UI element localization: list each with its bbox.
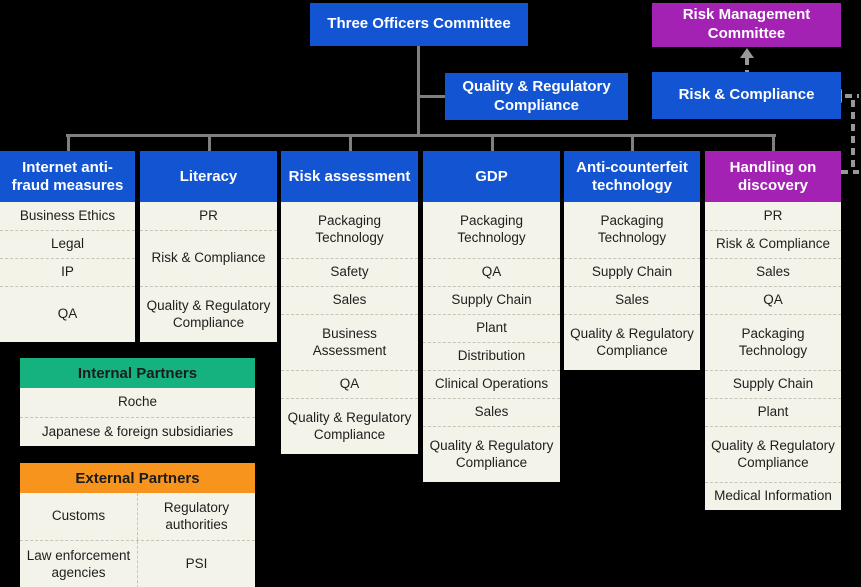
partner-item: Japanese & foreign subsidiaries bbox=[20, 417, 255, 446]
internal-partners-header: Internal Partners bbox=[20, 358, 255, 388]
column-item: Sales bbox=[423, 398, 560, 426]
column-item: Plant bbox=[705, 398, 841, 426]
column-header: GDP bbox=[423, 151, 560, 202]
column-item: Quality & Regulatory Compliance bbox=[281, 398, 418, 454]
partner-item: Roche bbox=[117, 394, 158, 410]
column-item: Risk & Compliance bbox=[140, 230, 277, 286]
connector-line bbox=[66, 134, 776, 137]
column-item: PR bbox=[199, 207, 218, 223]
column-item: Risk & Compliance bbox=[705, 230, 841, 258]
column-item: Quality & Regulatory Compliance bbox=[705, 426, 841, 482]
column-header: Literacy bbox=[140, 151, 277, 202]
column-item: QA bbox=[705, 286, 841, 314]
column-item: Sales bbox=[705, 258, 841, 286]
column-item: QA bbox=[281, 370, 418, 398]
column-item: Supply Chain bbox=[705, 370, 841, 398]
column-item: Packaging Technology bbox=[457, 213, 526, 245]
arrow-up-icon bbox=[740, 48, 754, 58]
column-item: QA bbox=[423, 258, 560, 286]
external-partner-cell: Regulatory authorities bbox=[137, 493, 255, 540]
column-item: Quality & Regulatory Compliance bbox=[423, 426, 560, 482]
dashed-connector bbox=[851, 100, 855, 171]
quality-regulatory-compliance-box: Quality & Regulatory Compliance bbox=[445, 73, 628, 120]
external-partners-table: External Partners Customs Regulatory auth… bbox=[20, 463, 255, 587]
connector-line bbox=[490, 134, 494, 151]
dashed-connector bbox=[845, 94, 859, 98]
column-item: IP bbox=[0, 258, 135, 286]
column-item: Distribution bbox=[423, 342, 560, 370]
external-partner-cell: PSI bbox=[137, 541, 255, 587]
column-header: Internet anti-fraud measures bbox=[0, 151, 135, 202]
risk-management-committee-box: Risk Management Committee bbox=[652, 3, 841, 47]
column-item: QA bbox=[0, 286, 135, 342]
column-item: Sales bbox=[564, 286, 700, 314]
column-item: Clinical Operations bbox=[423, 370, 560, 398]
column-item: Safety bbox=[281, 258, 418, 286]
external-partner-cell: Law enforcement agencies bbox=[26, 547, 131, 580]
column-item: Plant bbox=[423, 314, 560, 342]
connector-line bbox=[417, 95, 445, 98]
column-item: Supply Chain bbox=[564, 258, 700, 286]
column-item: Legal bbox=[0, 230, 135, 258]
external-partner-cell: Customs bbox=[51, 508, 106, 524]
column-item: Packaging Technology bbox=[315, 213, 384, 245]
connector-line bbox=[348, 134, 352, 151]
dashed-connector bbox=[745, 58, 749, 73]
connector-line bbox=[66, 134, 70, 151]
connector-line bbox=[772, 134, 775, 151]
column-item: Supply Chain bbox=[423, 286, 560, 314]
column-header: Handling on discovery bbox=[705, 151, 841, 202]
column-item: Business Ethics bbox=[19, 207, 116, 223]
three-officers-committee-box: Three Officers Committee bbox=[310, 3, 528, 46]
connector-line bbox=[207, 134, 211, 151]
connector-line bbox=[631, 134, 634, 151]
column-item: Medical Information bbox=[705, 482, 841, 510]
column-item: Packaging Technology bbox=[705, 314, 841, 370]
dashed-connector bbox=[841, 170, 859, 174]
column-item: PR bbox=[763, 207, 783, 223]
column-item: Sales bbox=[281, 286, 418, 314]
column-header: Anti-counterfeit technology bbox=[564, 151, 700, 202]
risk-compliance-box: Risk & Compliance bbox=[652, 72, 841, 119]
column-item: Quality & Regulatory Compliance bbox=[564, 314, 700, 370]
column-item: Business Assessment bbox=[281, 314, 418, 370]
external-partners-header: External Partners bbox=[20, 463, 255, 493]
connector-line bbox=[417, 46, 420, 136]
column-item: Quality & Regulatory Compliance bbox=[140, 286, 277, 342]
column-item: Packaging Technology bbox=[597, 213, 667, 245]
column-header: Risk assessment bbox=[281, 151, 418, 202]
